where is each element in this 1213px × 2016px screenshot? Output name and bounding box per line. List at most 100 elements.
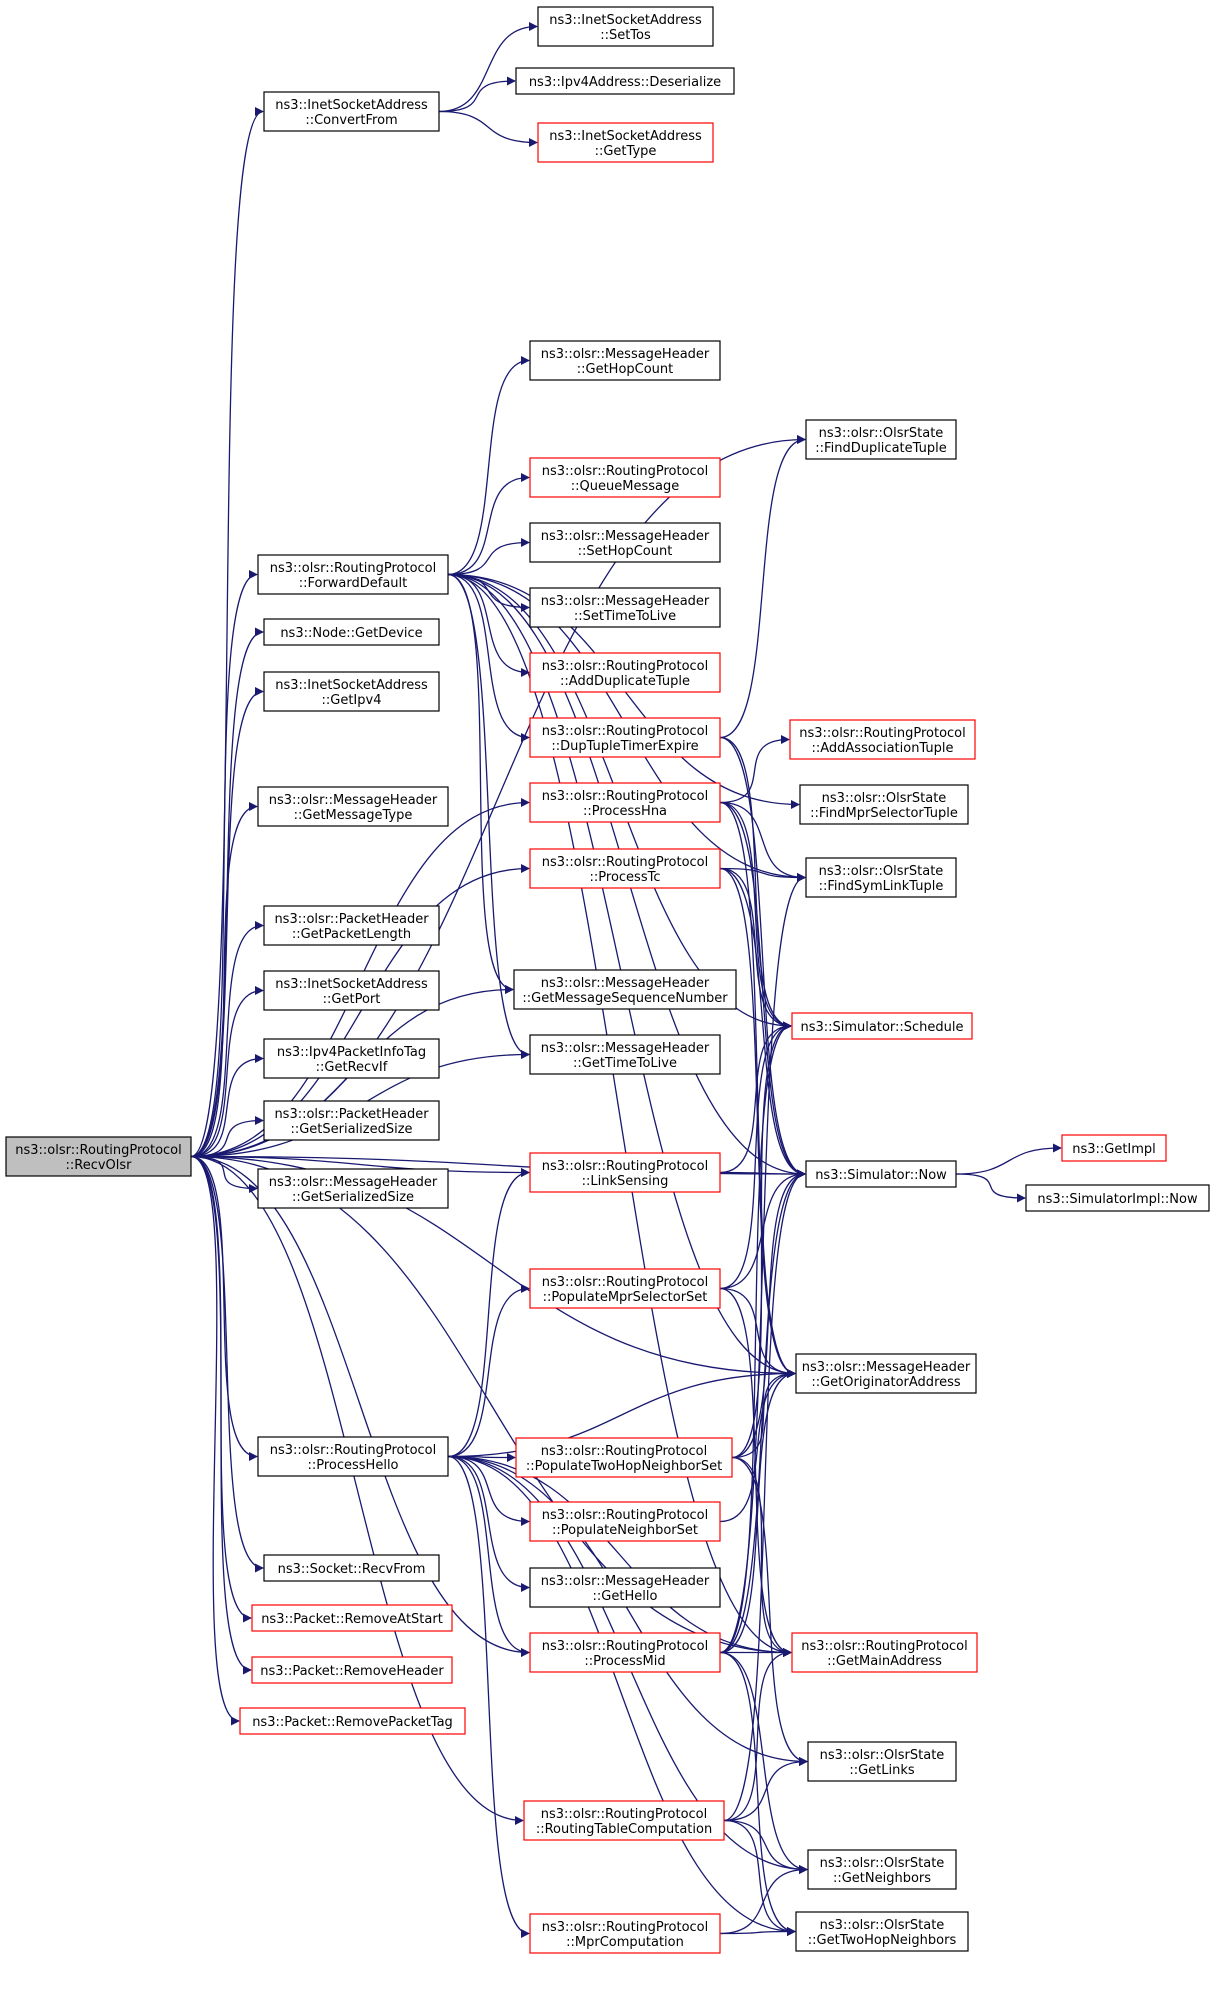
node-recv-from[interactable]: ns3::Socket::RecvFrom [263, 1554, 440, 1582]
node-box [257, 786, 449, 827]
node-populate-two-hop-neighbor-set[interactable]: ns3::olsr::RoutingProtocol::PopulateTwoH… [515, 1437, 733, 1478]
node-label: ::GetRecvIf [316, 1060, 388, 1075]
edge-process-hello-to-get-links [447, 1455, 808, 1766]
node-box [529, 1034, 721, 1075]
node-mh-get-serialized-size[interactable]: ns3::olsr::MessageHeader::GetSerializedS… [257, 1168, 449, 1209]
node-label: ::GetNeighbors [833, 1871, 931, 1886]
node-box [799, 784, 969, 825]
edge-convert-from-to-get-type [438, 110, 538, 147]
edge-recv-olsr-to-process-hello [190, 1155, 258, 1461]
edge-process-hello-to-get-hello [447, 1455, 530, 1592]
node-label: ns3::olsr::PacketHeader [274, 912, 429, 927]
node-forward-default[interactable]: ns3::olsr::RoutingProtocol::ForwardDefau… [257, 554, 449, 595]
node-get-message-sequence-number[interactable]: ns3::olsr::MessageHeader::GetMessageSequ… [513, 969, 737, 1010]
edge-populate-neighbor-set-to-get-originator-address [719, 1369, 796, 1523]
node-box [263, 1554, 440, 1582]
edge-forward-default-to-dup-tuple-timer-expire [447, 573, 530, 742]
node-set-tos[interactable]: ns3::InetSocketAddress::SetTos [537, 6, 714, 47]
edge-process-hello-to-populate-neighbor-set [447, 1455, 530, 1526]
edge-populate-two-hop-neighbor-set-to-get-main-address [731, 1456, 792, 1657]
edge-recv-olsr-to-convert-from [190, 107, 264, 1158]
node-process-tc[interactable]: ns3::olsr::RoutingProtocol::ProcessTc [529, 848, 721, 889]
node-get-port[interactable]: ns3::InetSocketAddress::GetPort [263, 970, 440, 1011]
edge-recv-olsr-to-remove-packet-tag [190, 1155, 240, 1726]
node-routing-table-computation[interactable]: ns3::olsr::RoutingProtocol::RoutingTable… [523, 1800, 725, 1841]
node-set-time-to-live[interactable]: ns3::olsr::MessageHeader::SetTimeToLive [529, 587, 721, 628]
node-label: ::RoutingTableComputation [536, 1822, 712, 1837]
node-populate-mpr-selector-set[interactable]: ns3::olsr::RoutingProtocol::PopulateMprS… [529, 1268, 721, 1309]
node-label: ns3::olsr::RoutingProtocol [542, 1159, 709, 1174]
node-get-originator-address[interactable]: ns3::olsr::MessageHeader::GetOriginatorA… [795, 1353, 977, 1394]
node-find-mpr-selector-tuple[interactable]: ns3::olsr::OlsrState::FindMprSelectorTup… [799, 784, 969, 825]
edge-recv-olsr-to-forward-default [190, 570, 258, 1158]
node-get-time-to-live[interactable]: ns3::olsr::MessageHeader::GetTimeToLive [529, 1034, 721, 1075]
node-sim-impl-now[interactable]: ns3::SimulatorImpl::Now [1025, 1184, 1210, 1212]
node-remove-packet-tag[interactable]: ns3::Packet::RemovePacketTag [239, 1707, 466, 1735]
node-add-association-tuple[interactable]: ns3::olsr::RoutingProtocol::AddAssociati… [789, 719, 976, 760]
node-process-hello[interactable]: ns3::olsr::RoutingProtocol::ProcessHello [257, 1436, 449, 1477]
node-mpr-computation[interactable]: ns3::olsr::RoutingProtocol::MprComputati… [529, 1913, 721, 1954]
node-label: ns3::olsr::RoutingProtocol [541, 1807, 708, 1822]
node-get-hello[interactable]: ns3::olsr::MessageHeader::GetHello [529, 1567, 721, 1608]
node-schedule[interactable]: ns3::Simulator::Schedule [791, 1012, 973, 1040]
node-box [537, 6, 714, 47]
node-get-two-hop-neighbors[interactable]: ns3::olsr::OlsrState::GetTwoHopNeighbors [795, 1911, 969, 1952]
node-get-hop-count[interactable]: ns3::olsr::MessageHeader::GetHopCount [529, 340, 721, 381]
node-label: ::GetTwoHopNeighbors [808, 1933, 957, 1948]
node-box [263, 91, 440, 132]
node-find-sym-link-tuple[interactable]: ns3::olsr::OlsrState::FindSymLinkTuple [805, 857, 957, 898]
node-label: ns3::Simulator::Schedule [800, 1020, 963, 1035]
node-label: ns3::olsr::RoutingProtocol [542, 1508, 709, 1523]
edge-recv-olsr-to-get-recv-if [190, 1054, 264, 1158]
node-find-duplicate-tuple[interactable]: ns3::olsr::OlsrState::FindDuplicateTuple [805, 419, 957, 460]
node-label: ns3::olsr::MessageHeader [541, 976, 710, 991]
node-box [789, 719, 976, 760]
node-label: ns3::olsr::OlsrState [819, 426, 944, 441]
edge-recv-olsr-to-recv-from [190, 1155, 264, 1573]
node-ph-get-serialized-size[interactable]: ns3::olsr::PacketHeader::GetSerializedSi… [263, 1100, 440, 1141]
node-box [805, 857, 957, 898]
node-get-links[interactable]: ns3::olsr::OlsrState::GetLinks [807, 1741, 957, 1782]
node-label: ns3::olsr::RoutingProtocol [270, 1443, 437, 1458]
edge-process-hna-to-sim-now [719, 801, 806, 1179]
node-label: ns3::InetSocketAddress [549, 129, 702, 144]
node-label: ns3::Socket::RecvFrom [278, 1562, 426, 1577]
node-label: ::ProcessHna [583, 804, 667, 819]
node-remove-at-start[interactable]: ns3::Packet::RemoveAtStart [251, 1604, 453, 1632]
node-label: ::GetMainAddress [827, 1654, 942, 1669]
node-box [529, 1913, 721, 1954]
node-set-hop-count[interactable]: ns3::olsr::MessageHeader::SetHopCount [529, 522, 721, 563]
node-process-hna[interactable]: ns3::olsr::RoutingProtocol::ProcessHna [529, 782, 721, 823]
node-label: ns3::olsr::RoutingProtocol [270, 561, 437, 576]
node-add-duplicate-tuple[interactable]: ns3::olsr::RoutingProtocol::AddDuplicate… [529, 652, 721, 693]
edge-dup-tuple-timer-expire-to-sim-now [719, 736, 806, 1179]
node-dup-tuple-timer-expire[interactable]: ns3::olsr::RoutingProtocol::DupTupleTime… [529, 717, 721, 758]
node-queue-message[interactable]: ns3::olsr::RoutingProtocol::QueueMessage [529, 457, 721, 498]
node-box [529, 848, 721, 889]
node-get-recv-if[interactable]: ns3::Ipv4PacketInfoTag::GetRecvIf [263, 1038, 440, 1079]
edge-sim-now-to-get-impl [955, 1143, 1062, 1175]
node-get-main-address[interactable]: ns3::olsr::RoutingProtocol::GetMainAddre… [791, 1632, 978, 1673]
node-get-device[interactable]: ns3::Node::GetDevice [263, 618, 440, 646]
node-populate-neighbor-set[interactable]: ns3::olsr::RoutingProtocol::PopulateNeig… [529, 1501, 721, 1542]
node-link-sensing[interactable]: ns3::olsr::RoutingProtocol::LinkSensing [529, 1152, 721, 1193]
node-get-message-type[interactable]: ns3::olsr::MessageHeader::GetMessageType [257, 786, 449, 827]
node-remove-header[interactable]: ns3::Packet::RemoveHeader [251, 1656, 453, 1684]
node-get-impl[interactable]: ns3::GetImpl [1061, 1134, 1167, 1162]
node-box [515, 67, 735, 95]
node-get-ipv4[interactable]: ns3::InetSocketAddress::GetIpv4 [263, 671, 440, 712]
edge-process-hello-to-mpr-computation [447, 1455, 530, 1938]
node-deserialize[interactable]: ns3::Ipv4Address::Deserialize [515, 67, 735, 95]
edge-populate-mpr-selector-set-to-get-originator-address [719, 1287, 796, 1378]
node-get-type[interactable]: ns3::InetSocketAddress::GetType [537, 122, 714, 163]
node-recv-olsr[interactable]: ns3::olsr::RoutingProtocol::RecvOlsr [5, 1136, 192, 1177]
node-convert-from[interactable]: ns3::InetSocketAddress::ConvertFrom [263, 91, 440, 132]
node-process-mid[interactable]: ns3::olsr::RoutingProtocol::ProcessMid [529, 1632, 721, 1673]
edge-mpr-computation-to-get-two-hop-neighbors [719, 1927, 796, 1937]
node-label: ::RecvOlsr [65, 1158, 132, 1173]
node-get-packet-length[interactable]: ns3::olsr::PacketHeader::GetPacketLength [263, 905, 440, 946]
node-label: ::FindSymLinkTuple [819, 879, 944, 894]
node-label: ns3::olsr::MessageHeader [541, 594, 710, 609]
node-get-neighbors[interactable]: ns3::olsr::OlsrState::GetNeighbors [807, 1849, 957, 1890]
node-sim-now[interactable]: ns3::Simulator::Now [805, 1160, 957, 1188]
